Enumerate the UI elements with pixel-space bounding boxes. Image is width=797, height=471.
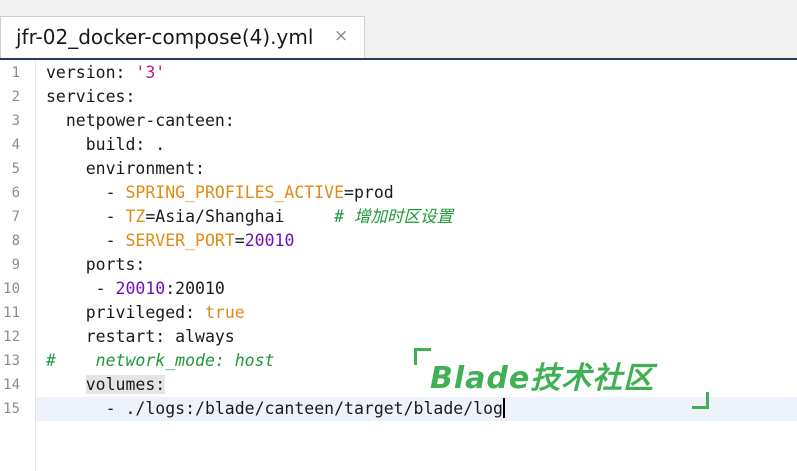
code-line[interactable]: 11 privileged: true — [0, 301, 797, 325]
line-number-gutter — [0, 61, 36, 471]
file-tab[interactable]: jfr-02_docker-compose(4).yml × — [0, 16, 365, 58]
token-k: - — [46, 279, 116, 298]
token-k: - — [46, 231, 126, 250]
token-k — [284, 207, 334, 226]
code-text[interactable]: - 20010:20010 — [46, 277, 225, 301]
token-k: ports: — [46, 255, 146, 274]
code-text[interactable]: privileged: true — [46, 301, 245, 325]
code-line[interactable]: 15 - ./logs:/blade/canteen/target/blade/… — [0, 397, 797, 421]
token-env: TZ — [125, 207, 146, 226]
code-line[interactable]: 1 version: '3' — [0, 61, 797, 85]
token-val: =prod — [344, 183, 394, 202]
tab-title[interactable]: jfr-02_docker-compose(4).yml — [16, 25, 314, 49]
code-line[interactable]: 6 - SPRING_PROFILES_ACTIVE=prod — [0, 181, 797, 205]
token-k: - ./logs:/blade/canteen/target/blade/log — [46, 399, 503, 418]
token-num: 20010 — [115, 279, 166, 298]
token-val: =Asia/Shanghai — [145, 207, 285, 226]
token-cmt: # 增加时区设置 — [334, 207, 453, 226]
token-val: = — [234, 231, 245, 250]
code-line[interactable]: 14 volumes: — [0, 373, 797, 397]
line-number: 6 — [11, 185, 20, 201]
line-number: 15 — [3, 401, 20, 417]
token-k: build: . — [46, 135, 166, 154]
code-line[interactable]: 2 services: — [0, 85, 797, 109]
line-number: 9 — [11, 257, 20, 273]
token-env: SPRING_PROFILES_ACTIVE — [125, 183, 345, 202]
token-k: - — [46, 207, 126, 226]
token-k: restart: always — [46, 327, 235, 346]
token-num: 20010 — [244, 231, 295, 250]
watermark-bracket-left — [414, 348, 431, 365]
line-number: 11 — [3, 305, 20, 321]
line-number: 2 — [11, 89, 20, 105]
token-boolv: true — [204, 303, 245, 322]
line-number: 12 — [3, 329, 20, 345]
token-val: :20010 — [165, 279, 225, 298]
line-number: 1 — [11, 65, 20, 81]
code-line[interactable]: 3 netpower-canteen: — [0, 109, 797, 133]
code-text[interactable]: services: — [46, 85, 135, 109]
token-hl: volumes: — [85, 375, 166, 394]
code-line[interactable]: 12 restart: always — [0, 325, 797, 349]
current-line-highlight — [36, 397, 797, 421]
text-cursor — [502, 398, 505, 418]
code-line[interactable]: 8 - SERVER_PORT=20010 — [0, 229, 797, 253]
token-k: netpower-canteen: — [46, 111, 235, 130]
code-text[interactable]: - SERVER_PORT=20010 — [46, 229, 295, 253]
code-text[interactable]: restart: always — [46, 325, 235, 349]
token-env: SERVER_PORT — [125, 231, 235, 250]
code-line[interactable]: 13 # network_mode: host — [0, 349, 797, 373]
code-text[interactable]: - ./logs:/blade/canteen/target/blade/log — [46, 397, 505, 421]
code-text[interactable]: version: '3' — [46, 61, 165, 85]
code-line[interactable]: 9 ports: — [0, 253, 797, 277]
code-text[interactable]: netpower-canteen: — [46, 109, 235, 133]
code-text[interactable]: build: . — [46, 133, 165, 157]
code-text[interactable]: environment: — [46, 157, 205, 181]
line-number: 8 — [11, 233, 20, 249]
line-number: 10 — [3, 281, 20, 297]
token-k: environment: — [46, 159, 205, 178]
code-editor[interactable]: 1 version: '3' 2 services: 3 netpower-cantee… — [0, 61, 797, 471]
token-k: - — [46, 183, 126, 202]
code-text[interactable]: - SPRING_PROFILES_ACTIVE=prod — [46, 181, 394, 205]
watermark-text: Blade技术社区 — [430, 361, 655, 396]
code-text[interactable]: ports: — [46, 253, 146, 277]
code-line[interactable]: 10 - 20010:20010 — [0, 277, 797, 301]
token-k — [46, 375, 86, 394]
token-k: version: — [46, 63, 136, 82]
line-number: 7 — [11, 209, 20, 225]
code-text[interactable]: volumes: — [46, 373, 166, 397]
token-str: '3' — [135, 63, 166, 82]
code-line[interactable]: 4 build: . — [0, 133, 797, 157]
watermark-bracket-right — [692, 392, 709, 409]
editor-tab-bar: jfr-02_docker-compose(4).yml × — [0, 0, 797, 60]
code-line[interactable]: 7 - TZ=Asia/Shanghai # 增加时区设置 — [0, 205, 797, 229]
token-cmt: # network_mode: host — [46, 351, 275, 370]
token-k: services: — [46, 87, 136, 106]
code-text[interactable]: # network_mode: host — [46, 349, 274, 373]
line-number: 4 — [11, 137, 20, 153]
line-number: 14 — [3, 377, 20, 393]
line-number: 3 — [11, 113, 20, 129]
token-k: privileged: — [46, 303, 205, 322]
line-number: 5 — [11, 161, 20, 177]
watermark-logo: Blade技术社区 — [410, 346, 710, 412]
code-text[interactable]: - TZ=Asia/Shanghai # 增加时区设置 — [46, 205, 453, 229]
line-number: 13 — [3, 353, 20, 369]
close-icon[interactable]: × — [334, 26, 349, 46]
code-line[interactable]: 5 environment: — [0, 157, 797, 181]
